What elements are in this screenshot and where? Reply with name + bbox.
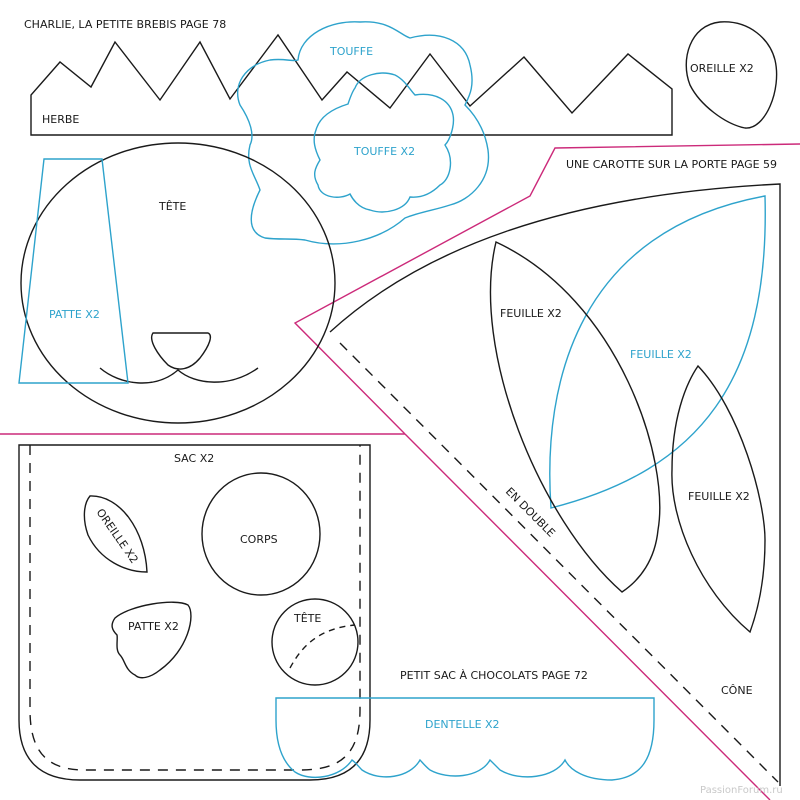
tete-sac-piece	[271, 598, 359, 686]
section-divider-diagonal	[404, 433, 771, 800]
tete-sac-fold	[289, 624, 356, 669]
touffe-label: TOUFFE	[329, 45, 373, 58]
watermark: PassionForum.ru	[700, 785, 783, 796]
cone-label: CÔNE	[721, 684, 753, 697]
feuille-c-piece	[671, 364, 766, 634]
carotte-section-title: UNE CAROTTE SUR LA PORTE PAGE 59	[566, 158, 777, 171]
feuille-blue-piece	[549, 195, 766, 509]
corps-label: CORPS	[240, 533, 278, 546]
oreille-top-label: OREILLE X2	[690, 62, 754, 75]
patte-top-label: PATTE X2	[49, 308, 100, 321]
feuille-b-label: FEUILLE X2	[630, 348, 692, 361]
oreille-top-piece	[685, 21, 778, 129]
patte-sac-label: PATTE X2	[128, 620, 179, 633]
herbe-piece	[30, 33, 673, 136]
fold-line	[339, 342, 779, 783]
tete-nose	[151, 332, 212, 370]
corps-piece	[201, 472, 321, 596]
sac-piece	[18, 444, 371, 781]
tete-mouth	[99, 367, 259, 384]
feuille-a-piece	[489, 241, 661, 593]
herbe-label: HERBE	[42, 113, 79, 126]
patte-sac-piece	[111, 601, 192, 679]
feuille-a-label: FEUILLE X2	[500, 307, 562, 320]
patte-top-piece	[18, 158, 129, 384]
feuille-c-label: FEUILLE X2	[688, 490, 750, 503]
oreille-sac-label: OREILLE X2	[94, 506, 141, 566]
dentelle-piece	[275, 697, 655, 781]
sac-label: SAC X2	[174, 452, 214, 465]
touffe-x2-piece	[313, 72, 455, 213]
charlie-section-title: CHARLIE, LA PETITE BREBIS PAGE 78	[24, 18, 226, 31]
oreille-sac-piece	[83, 495, 148, 573]
touffe-x2-label: TOUFFE X2	[353, 145, 415, 158]
sac-seam-line	[29, 445, 361, 771]
tete-piece	[20, 142, 336, 424]
tete-label: TÊTE	[158, 200, 186, 213]
petit-sac-section-title: PETIT SAC À CHOCOLATS PAGE 72	[400, 669, 588, 682]
tete-sac-label: TÊTE	[293, 612, 321, 625]
cone-piece	[329, 183, 781, 786]
touffe-piece	[236, 21, 490, 245]
section-divider-top	[293, 143, 800, 435]
dentelle-label: DENTELLE X2	[425, 718, 500, 731]
